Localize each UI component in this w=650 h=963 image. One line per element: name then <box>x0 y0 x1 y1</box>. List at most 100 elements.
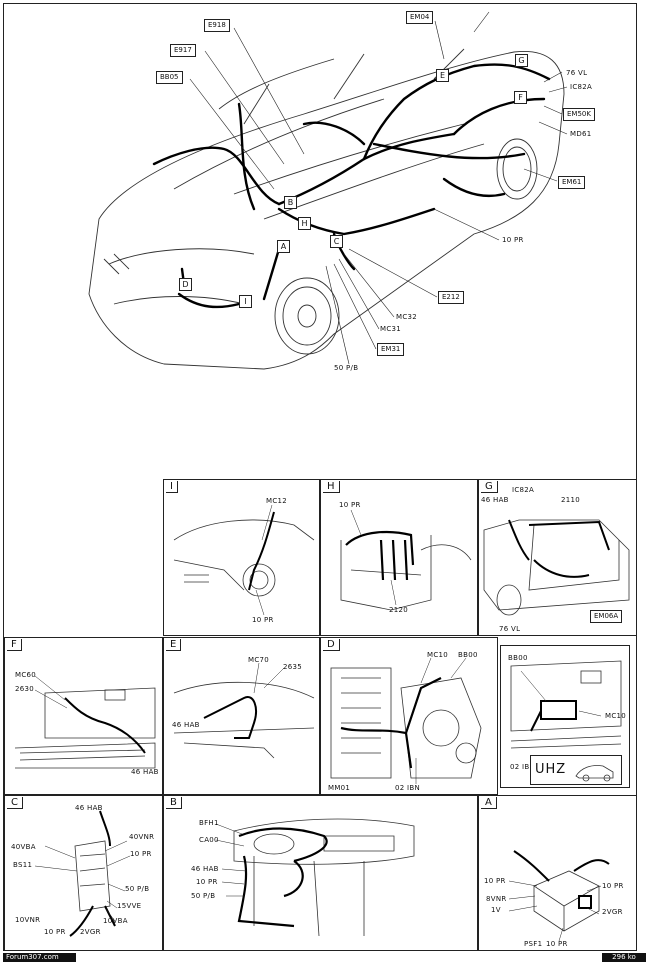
label-46hab: 46 HAB <box>481 496 509 504</box>
label-i: I <box>239 295 252 308</box>
label-mc60: MC60 <box>15 671 37 679</box>
panel-b-drawing <box>215 818 415 937</box>
label-2110: 2110 <box>561 496 581 504</box>
label-8vnr: 8VNR <box>486 895 507 903</box>
label-40vnr: 40VNR <box>129 833 155 841</box>
label-mc70: MC70 <box>248 656 270 664</box>
panel-letter: A <box>481 797 497 809</box>
label-d: D <box>179 278 192 291</box>
label-bb00: BB00 <box>458 651 478 659</box>
label-bb00: BB00 <box>508 654 528 662</box>
label-2635: 2635 <box>283 663 303 671</box>
panel-c: C 46 HAB 40VBA 40VNR BS11 10 PR 50 P/B 1… <box>4 795 163 951</box>
panel-e: E MC70 2635 46 HAB <box>163 637 320 795</box>
panel-f: F MC60 2630 46 HAB <box>4 637 163 795</box>
label-2630: 2630 <box>15 685 35 693</box>
label-mc10: MC10 <box>605 712 627 720</box>
label-bs11: BS11 <box>13 861 33 869</box>
label-ic82a: IC82A <box>570 83 593 91</box>
label-g: G <box>515 54 528 67</box>
label-40vba: 40VBA <box>11 843 36 851</box>
label-46hab: 46 HAB <box>75 804 103 812</box>
label-em04: EM04 <box>406 11 434 24</box>
footer-source: Forum307.com <box>3 953 76 962</box>
panel-h: H 10 PR 2120 <box>320 479 478 636</box>
label-50pb: 50 P/B <box>334 364 359 372</box>
label-em31: EM31 <box>377 343 405 356</box>
label-10pr: 10 PR <box>339 501 361 509</box>
panel-a: A 10 PR 10 PR 8VNR 1V 2VGR PSF1 10 PR <box>478 795 637 951</box>
label-psf1: PSF1 <box>524 940 543 948</box>
label-mc31: MC31 <box>380 325 402 333</box>
label-76vl: 76 VL <box>499 625 521 633</box>
panel-b: B BFH1 CA00 46 HAB 10 PR 50 P/B <box>163 795 478 951</box>
panel-letter: D <box>323 639 340 651</box>
label-2vgr: 2VGR <box>602 908 623 916</box>
uhz-badge: UHZ <box>530 755 622 785</box>
footer-size: 296 ko <box>602 953 646 962</box>
panel-letter: F <box>7 639 22 651</box>
panel-g-drawing <box>483 519 630 616</box>
label-mc32: MC32 <box>396 313 418 321</box>
car-icon <box>575 765 614 782</box>
panel-d-detail-drawing <box>510 660 622 749</box>
label-10pr: 10 PR <box>252 616 274 624</box>
label-76vl: 76 VL <box>566 69 588 77</box>
panel-c-drawing <box>34 810 131 937</box>
label-c: C <box>330 235 343 248</box>
label-10pr: 10 PR <box>502 236 524 244</box>
label-em50k: EM50K <box>563 108 595 121</box>
panel-e-drawing <box>173 662 315 759</box>
panel-i-drawing <box>173 504 315 616</box>
label-15vve: 15VVE <box>117 902 142 910</box>
panel-g: G 46 HAB IC82A 2110 76 VL EM06A <box>478 479 637 636</box>
label-mc10: MC10 <box>427 651 449 659</box>
label-1v: 1V <box>491 906 501 914</box>
label-02ibn: 02 IBN <box>395 784 421 792</box>
label-50pb: 50 P/B <box>125 885 150 893</box>
panel-d-drawing <box>330 657 482 784</box>
label-2vgr: 2VGR <box>80 928 101 936</box>
label-e917: E917 <box>170 44 196 57</box>
label-a: A <box>277 240 290 253</box>
label-10pr-upper: 10 PR <box>130 850 152 858</box>
label-b: B <box>284 196 297 209</box>
panel-i: I MC12 10 PR <box>163 479 320 636</box>
label-10pr-bottom: 10 PR <box>546 940 568 948</box>
label-e918: E918 <box>204 19 230 32</box>
label-e: E <box>436 69 449 82</box>
main-diagram: E918 E917 BB05 EM04 G E F B H C A D I 76… <box>4 4 636 478</box>
label-2120: 2120 <box>389 606 409 614</box>
car-outline-drawing <box>88 11 568 370</box>
label-mc12: MC12 <box>266 497 288 505</box>
panel-letter: H <box>323 481 340 493</box>
label-md61: MD61 <box>570 130 592 138</box>
label-10pr: 10 PR <box>196 878 218 886</box>
label-em61: EM61 <box>558 176 586 189</box>
panel-a-drawing <box>508 850 610 942</box>
label-10pr-left: 10 PR <box>484 877 506 885</box>
label-02ibn: 02 IBN <box>510 763 536 771</box>
panel-letter: I <box>166 481 178 493</box>
label-10pr-right: 10 PR <box>602 882 624 890</box>
label-em06a: EM06A <box>590 610 623 623</box>
label-10vba: 10VBA <box>103 917 128 925</box>
uhz-label: UHZ <box>535 762 567 777</box>
label-f: F <box>514 91 527 104</box>
label-46hab: 46 HAB <box>172 721 200 729</box>
label-46hab: 46 HAB <box>131 768 159 776</box>
label-mm01: MM01 <box>328 784 351 792</box>
label-ic82a: IC82A <box>512 486 535 494</box>
label-10vnr: 10VNR <box>15 916 41 924</box>
label-bfh1: BFH1 <box>199 819 219 827</box>
label-10pr-lower: 10 PR <box>44 928 66 936</box>
label-h: H <box>298 217 311 230</box>
panel-letter: E <box>166 639 182 651</box>
label-50pb: 50 P/B <box>191 892 216 900</box>
panel-letter: B <box>166 797 182 809</box>
label-46hab: 46 HAB <box>191 865 219 873</box>
label-e212: E212 <box>438 291 464 304</box>
label-bb05: BB05 <box>156 71 183 84</box>
panel-d: D MC10 BB00 MM01 02 IBN <box>320 637 498 795</box>
panel-f-drawing <box>14 675 156 769</box>
